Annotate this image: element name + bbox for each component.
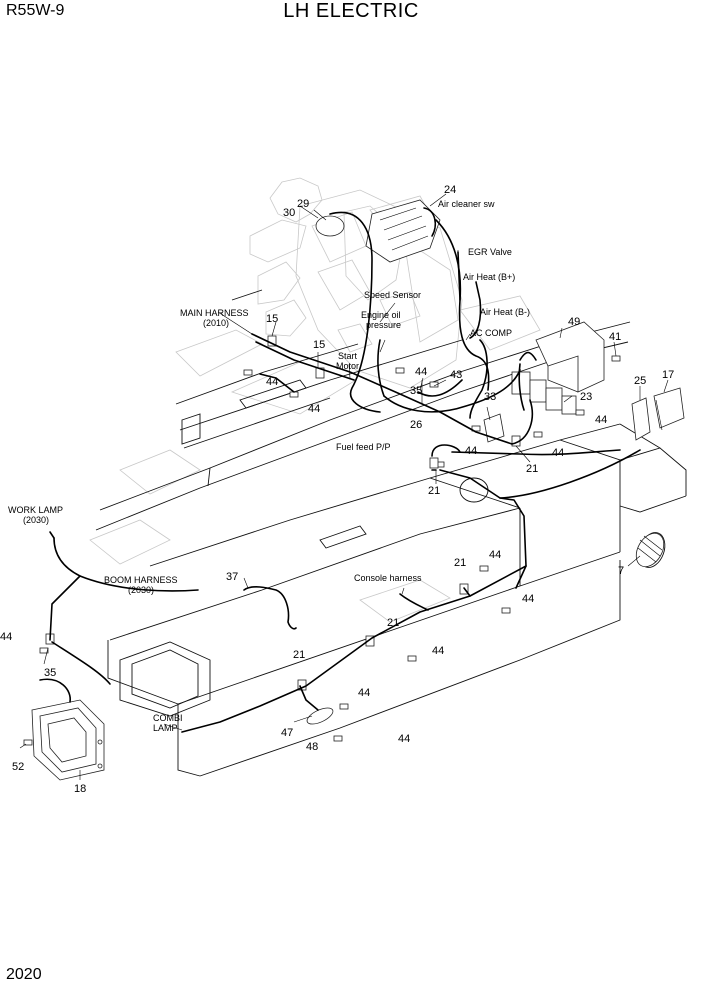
callout-44: 44: [465, 445, 477, 457]
callout-44: 44: [358, 687, 370, 699]
callout-21: 21: [293, 649, 305, 661]
callout-15-lower: 15: [313, 339, 325, 351]
callout-44: 44: [266, 376, 278, 388]
callout-44: 44: [595, 414, 607, 426]
label-air-heat-neg: Air Heat (B-): [480, 307, 530, 317]
callout-44: 44: [552, 447, 564, 459]
label-work-lamp-line2: (2030): [23, 515, 49, 525]
clamps: [45, 335, 521, 691]
wiring-harness: [39, 207, 641, 733]
callout-7: 7: [618, 565, 624, 577]
part-callouts: 24 29 30 49 41 15 15 44 44 44 43 35 26 3…: [0, 184, 674, 795]
label-egr-valve: EGR Valve: [468, 247, 512, 257]
relay-bracket-49: [535, 321, 605, 393]
engine-background: [89, 177, 541, 623]
callout-18: 18: [74, 783, 86, 795]
page-number: 2020: [6, 966, 42, 983]
callout-21: 21: [454, 557, 466, 569]
leader-lines: [19, 193, 669, 780]
callout-23: 23: [580, 391, 592, 403]
label-speed-sensor: Speed Sensor: [364, 290, 421, 300]
callout-47: 47: [281, 727, 293, 739]
callout-21: 21: [428, 485, 440, 497]
label-main-harness-line1: MAIN HARNESS: [180, 308, 249, 318]
callout-37: 37: [226, 571, 238, 583]
callout-21: 21: [526, 463, 538, 475]
callout-44: 44: [308, 403, 320, 415]
side-lamp-47: [306, 707, 334, 725]
label-engine-oil-line1: Engine oil: [361, 310, 401, 320]
callout-44: 44: [432, 645, 444, 657]
callout-25: 25: [634, 375, 646, 387]
page-title: LH ELECTRIC: [283, 0, 419, 22]
callout-41: 41: [609, 331, 621, 343]
callout-43: 43: [450, 369, 462, 381]
label-air-cleaner-sw: Air cleaner sw: [438, 199, 495, 209]
air-cleaner: [315, 199, 441, 263]
relay-block-23: [511, 371, 577, 415]
callout-49: 49: [568, 316, 580, 328]
fasteners: [23, 355, 621, 746]
callout-17: 17: [662, 369, 674, 381]
callout-44: 44: [415, 366, 427, 378]
label-main-harness-line2: (2010): [203, 318, 229, 328]
callout-30: 30: [283, 207, 295, 219]
label-boom-harness-line2: (2030): [128, 585, 154, 595]
reflector-7: [635, 532, 665, 568]
component-labels: Air cleaner sw EGR Valve Air Heat (B+) A…: [8, 199, 530, 733]
label-console-harness: Console harness: [354, 573, 422, 583]
horn-17: [653, 387, 685, 431]
label-boom-harness-line1: BOOM HARNESS: [104, 575, 178, 585]
label-ac-comp: AC COMP: [470, 328, 512, 338]
callout-52: 52: [12, 761, 24, 773]
label-work-lamp-line1: WORK LAMP: [8, 505, 63, 515]
label-start-motor-line1: Start: [338, 351, 358, 361]
callout-26: 26: [410, 419, 422, 431]
relay-33: [483, 413, 505, 443]
combi-lamp-18: [31, 699, 105, 781]
callout-44: 44: [398, 733, 410, 745]
callout-29: 29: [297, 198, 309, 210]
callout-21: 21: [387, 617, 399, 629]
label-combi-lamp-line1: COMBI: [153, 713, 183, 723]
label-engine-oil-line2: pressure: [366, 320, 401, 330]
label-combi-lamp-line2: LAMP: [153, 723, 178, 733]
callout-35: 35: [410, 385, 422, 397]
bracket-25: [631, 397, 651, 441]
label-start-motor-line2: Motor: [336, 361, 359, 371]
callout-24: 24: [444, 184, 456, 196]
label-fuel-feed: Fuel feed P/P: [336, 442, 391, 452]
callout-48: 48: [306, 741, 318, 753]
callout-44: 44: [0, 631, 12, 643]
callout-35: 35: [44, 667, 56, 679]
callout-33: 33: [484, 391, 496, 403]
callout-15-top: 15: [266, 313, 278, 325]
callout-44: 44: [489, 549, 501, 561]
label-air-heat-pos: Air Heat (B+): [463, 272, 515, 282]
callout-44: 44: [522, 593, 534, 605]
model-code: R55W-9: [6, 2, 65, 19]
